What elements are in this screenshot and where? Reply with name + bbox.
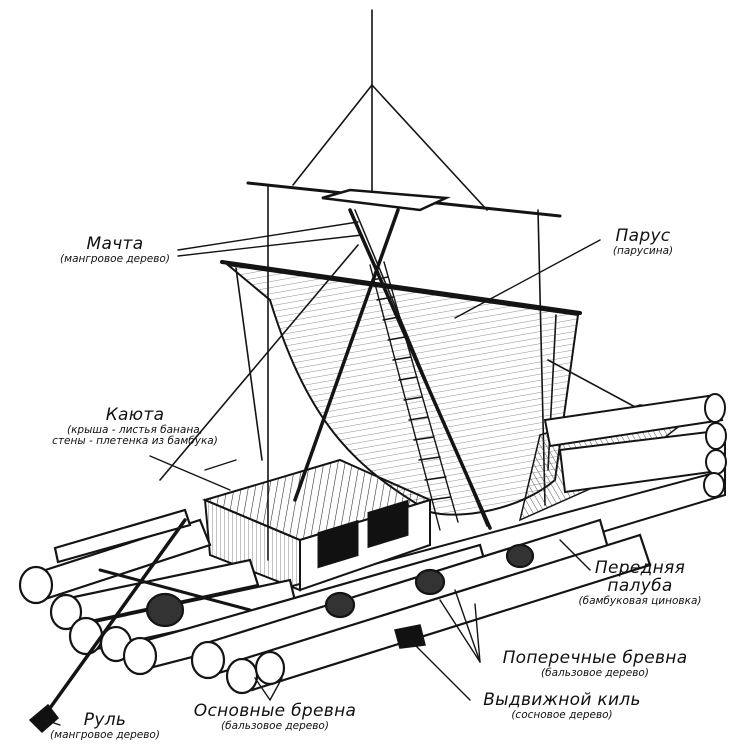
rope-ladder bbox=[369, 261, 459, 531]
foredeck-label-title-line2: палуба bbox=[607, 575, 673, 596]
cabin-label-title: Каюта bbox=[105, 405, 165, 425]
crossbeams-label-note: (бальзовое дерево) bbox=[541, 666, 649, 679]
keel bbox=[394, 624, 426, 649]
foredeck-label: Передняя палуба (бамбуковая циновка) bbox=[560, 558, 720, 607]
sail bbox=[220, 260, 582, 516]
main-logs bbox=[18, 508, 652, 695]
rudder-label-title: Руль bbox=[83, 710, 127, 730]
keel-label: Выдвижной киль (сосновое дерево) bbox=[462, 690, 662, 721]
rudder-label: Руль (мангровое дерево) bbox=[20, 710, 190, 741]
rudder bbox=[28, 518, 187, 734]
mast bbox=[293, 208, 492, 530]
sail-label-note: (парусина) bbox=[612, 244, 674, 257]
sail-label: Парус (парусина) bbox=[588, 226, 698, 257]
mast-label: Мачта (мангровое дерево) bbox=[40, 234, 190, 265]
mainlogs-label-title: Основные бревна bbox=[193, 701, 357, 721]
mainlogs-label: Основные бревна (бальзовое дерево) bbox=[180, 701, 370, 732]
crossbeams-label: Поперечные бревна (бальзовое дерево) bbox=[480, 648, 710, 679]
cabin bbox=[202, 458, 433, 592]
crossbeams-label-title: Поперечные бревна bbox=[502, 648, 688, 668]
leader-lines bbox=[44, 221, 601, 726]
mast-label-note: (мангровое дерево) bbox=[60, 252, 170, 265]
keel-label-note: (сосновое дерево) bbox=[511, 708, 613, 721]
yard bbox=[246, 181, 562, 218]
foredeck-label-note: (бамбуковая циновка) bbox=[578, 594, 702, 607]
sail-label-title: Парус bbox=[615, 226, 671, 246]
mainlogs-label-note: (бальзовое дерево) bbox=[221, 719, 329, 732]
cabin-label-note-line2: стены - плетенка из бамбука) bbox=[52, 434, 218, 447]
rudder-label-note: (мангровое дерево) bbox=[50, 728, 160, 741]
mast-label-title: Мачта bbox=[86, 234, 144, 254]
cabin-label: Каюта (крыша - листья банана, стены - пл… bbox=[10, 405, 260, 447]
keel-label-title: Выдвижной киль bbox=[483, 690, 641, 710]
cabin-label-note-line1: (крыша - листья банана, bbox=[66, 423, 203, 436]
foredeck-label-title-line1: Передняя bbox=[594, 558, 686, 578]
